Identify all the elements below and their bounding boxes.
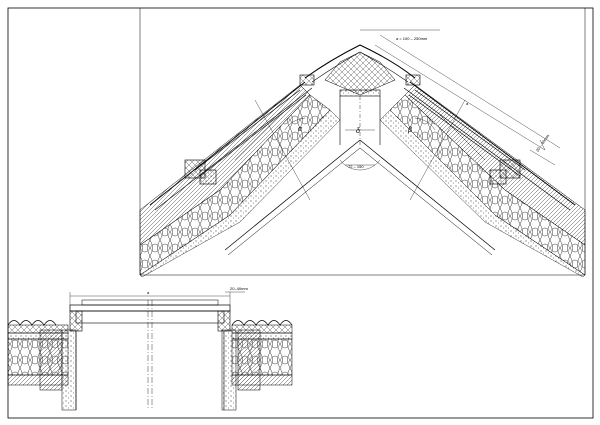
angle-beta-label: β (407, 127, 412, 134)
flat-left-roof (7, 320, 77, 411)
ridge-gap (339, 96, 381, 145)
angle-delta-label: δ (356, 128, 360, 135)
ridge-offset-label: a = 100 – 250mm (396, 36, 428, 41)
ridge-section (139, 29, 586, 278)
apex-angle-label: 72 – 150 (348, 164, 364, 169)
flat-dimension-lines (69, 291, 245, 305)
ceiling-v (224, 139, 496, 256)
flat-side-dim-label: 20–40mm (230, 286, 248, 291)
left-roof-slope (139, 81, 341, 278)
flat-window (69, 299, 231, 410)
side-dim-label: 20 – 40mm (535, 133, 551, 153)
flat-right-roof (221, 320, 293, 411)
angle-alpha-label: α (298, 126, 303, 133)
length-a-label: a (466, 101, 469, 106)
ridge-cap (299, 44, 421, 97)
flat-width-label: a (147, 290, 150, 295)
flat-section (7, 291, 293, 411)
